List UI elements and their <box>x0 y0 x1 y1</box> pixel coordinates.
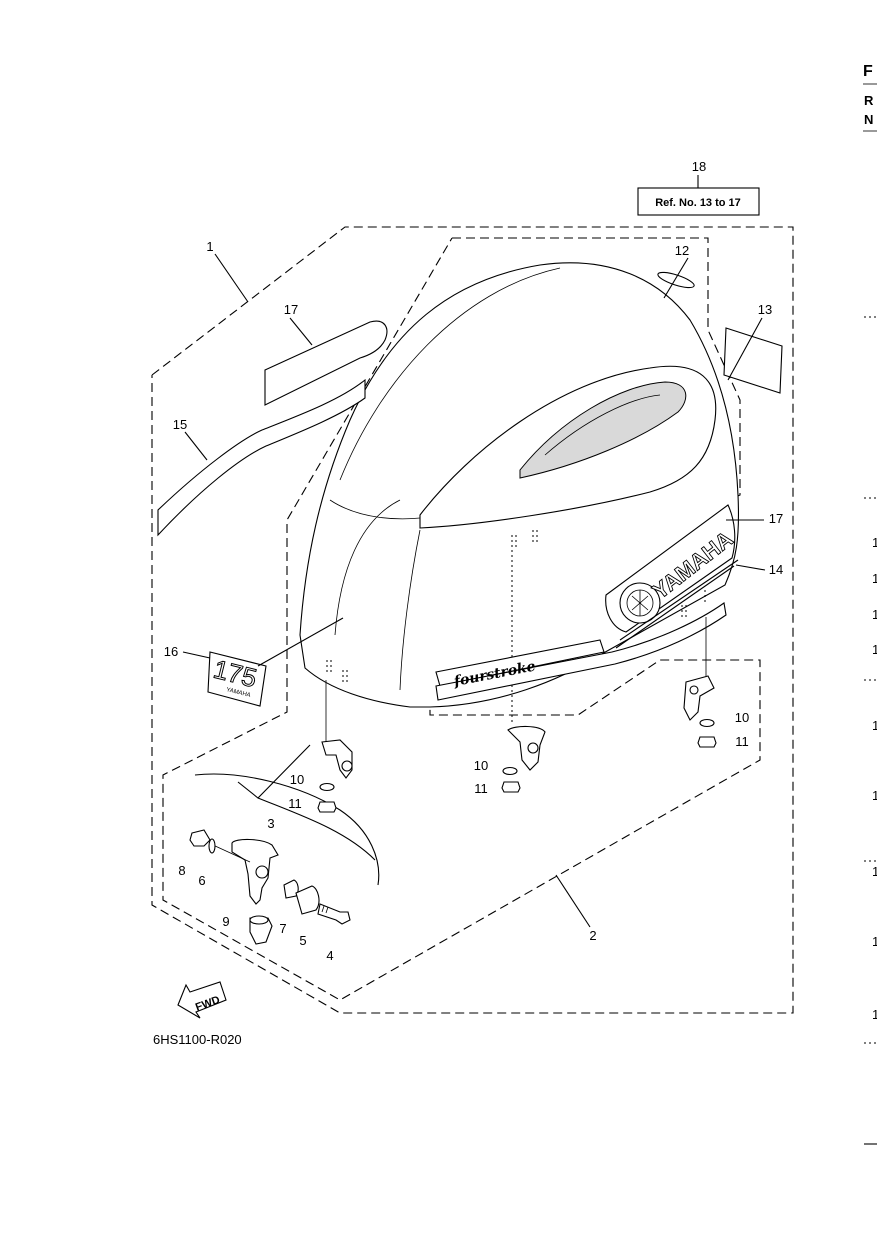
leader-lines <box>182 253 766 928</box>
decal-16: 175 YAMAHA <box>207 651 267 707</box>
loose-decals: 175 YAMAHA <box>157 271 783 707</box>
edge-letter-f: F <box>863 63 873 80</box>
edge-letter-r: R <box>864 93 874 108</box>
nut-8 <box>189 829 211 847</box>
edge-num-1: 1 <box>872 535 877 550</box>
hook-left <box>321 739 353 779</box>
callout-17-left: 17 <box>284 302 298 317</box>
callout-11-center: 11 <box>474 781 488 796</box>
edge-num-4: 1 <box>872 642 877 657</box>
ref-box-text: Ref. No. 13 to 17 <box>655 197 741 209</box>
callout-2: 2 <box>589 928 596 943</box>
callout-10-center: 10 <box>474 758 488 773</box>
hardware <box>189 617 717 945</box>
callout-4: 4 <box>326 948 333 963</box>
edge-num-9: 1 <box>872 1007 877 1022</box>
decal-12 <box>657 271 695 289</box>
callout-17-right: 17 <box>769 511 783 526</box>
callout-16: 16 <box>164 644 178 659</box>
callouts: 1 2 3 4 5 6 7 8 9 10 10 10 11 11 11 12 1… <box>164 159 783 963</box>
edge-num-8: 1 <box>872 934 877 949</box>
callout-3: 3 <box>267 816 274 831</box>
washer-6 <box>208 838 216 854</box>
decal-13 <box>723 327 783 394</box>
callout-15: 15 <box>173 417 187 432</box>
group-boundary-top-cowling <box>151 226 794 1014</box>
edge-num-5: 1 <box>872 718 877 733</box>
diagram-code: 6HS1100-R020 <box>153 1032 242 1047</box>
hook-center <box>507 725 546 771</box>
collar-7 <box>283 879 299 899</box>
decal-15 <box>157 378 366 537</box>
nut-11-left <box>317 801 337 813</box>
ref-box-frame <box>637 187 760 216</box>
grommet-5 <box>295 885 320 915</box>
callout-18: 18 <box>692 159 706 174</box>
edge-num-2: 1 <box>872 571 877 586</box>
callout-5: 5 <box>299 933 306 948</box>
callout-7: 7 <box>279 921 286 936</box>
callout-6: 6 <box>198 873 205 888</box>
nut-11-right <box>697 736 717 748</box>
ref-box-18: Ref. No. 13 to 17 <box>637 175 760 216</box>
washer-10-left <box>319 782 335 792</box>
washer-10-center <box>502 766 518 776</box>
edge-num-6: 1 <box>872 788 877 803</box>
edge-num-7: 1 <box>872 864 877 879</box>
callout-8: 8 <box>178 863 185 878</box>
hook-right <box>683 675 715 721</box>
edge-num-3: 1 <box>872 607 877 622</box>
callout-10-right: 10 <box>735 710 749 725</box>
callout-14: 14 <box>769 562 783 577</box>
callout-9: 9 <box>222 914 229 929</box>
decal-17-left <box>264 320 388 406</box>
brand-small-text: YAMAHA <box>226 687 252 699</box>
callout-12: 12 <box>675 243 689 258</box>
right-edge-column: F R N 1 1 1 1 1 1 1 1 1 <box>863 63 877 1145</box>
callout-10-left: 10 <box>290 772 304 787</box>
bolt-4 <box>317 903 351 925</box>
nut-11-center <box>501 781 521 793</box>
washer-10-right <box>699 718 715 728</box>
callout-11-right: 11 <box>735 734 749 749</box>
edge-letter-n: N <box>864 112 873 127</box>
callout-11-left: 11 <box>288 796 302 811</box>
callout-13: 13 <box>758 302 772 317</box>
callout-1: 1 <box>206 239 213 254</box>
hook-assembly-3 <box>231 838 279 905</box>
fwd-arrow-icon: FWD <box>177 981 227 1019</box>
grommet-9 <box>249 917 273 945</box>
